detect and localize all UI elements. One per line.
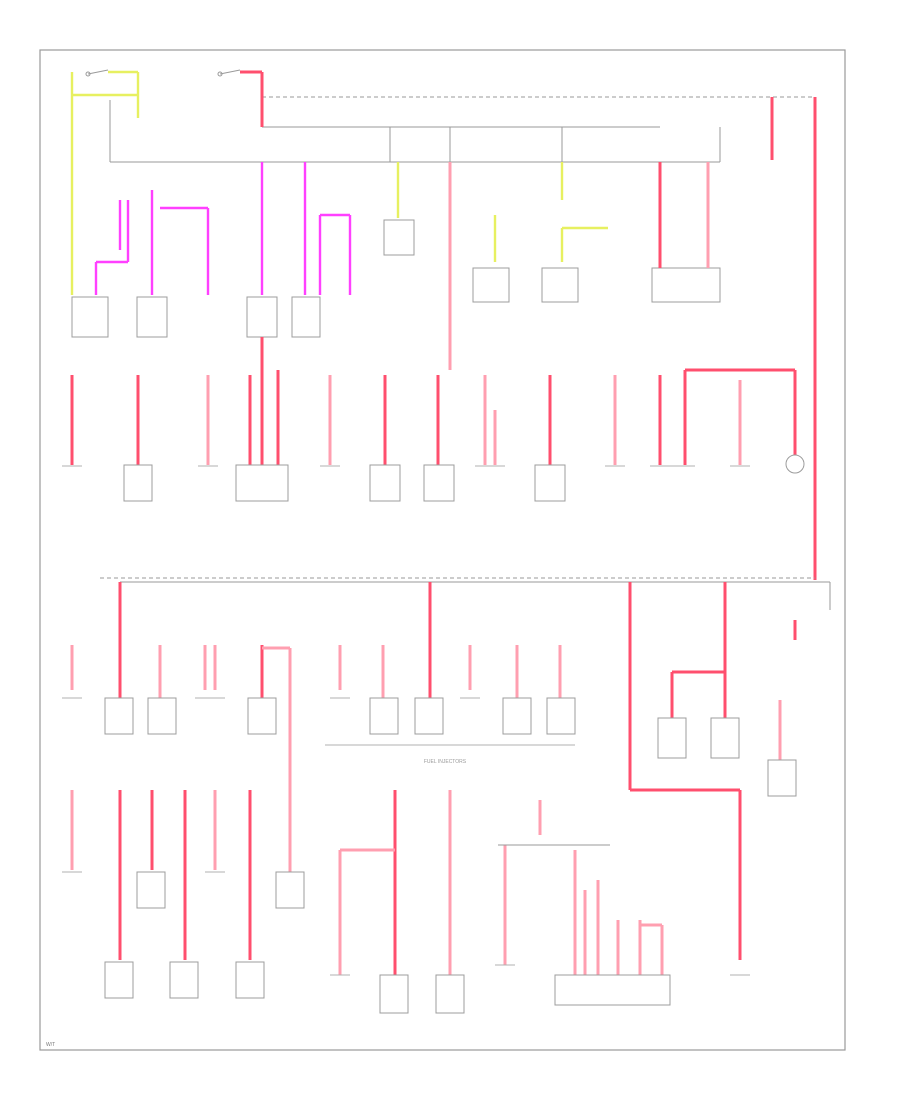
top-power-bus xyxy=(109,96,815,163)
lower-left-boxes xyxy=(104,697,305,999)
fuel-injectors-label: FUEL INJECTORS xyxy=(424,759,467,765)
top-left-circuits xyxy=(70,72,400,295)
top-component-boxes xyxy=(71,219,721,338)
lower-center-circuits xyxy=(338,790,465,1014)
fuel-injector-circuits: FUEL INJECTORS xyxy=(325,582,576,765)
middle-row-circuits xyxy=(70,337,797,465)
middle-power-bus xyxy=(100,577,831,610)
diagram-frame xyxy=(39,49,846,1051)
middle-row-boxes xyxy=(123,454,805,502)
lower-left-circuits xyxy=(70,582,292,960)
ignition-switch-right xyxy=(217,69,264,127)
page-code: W/T xyxy=(46,1042,55,1048)
top-right-circuits xyxy=(448,97,817,580)
lower-right-circuits xyxy=(498,582,797,1006)
lower-grounds xyxy=(62,697,750,976)
